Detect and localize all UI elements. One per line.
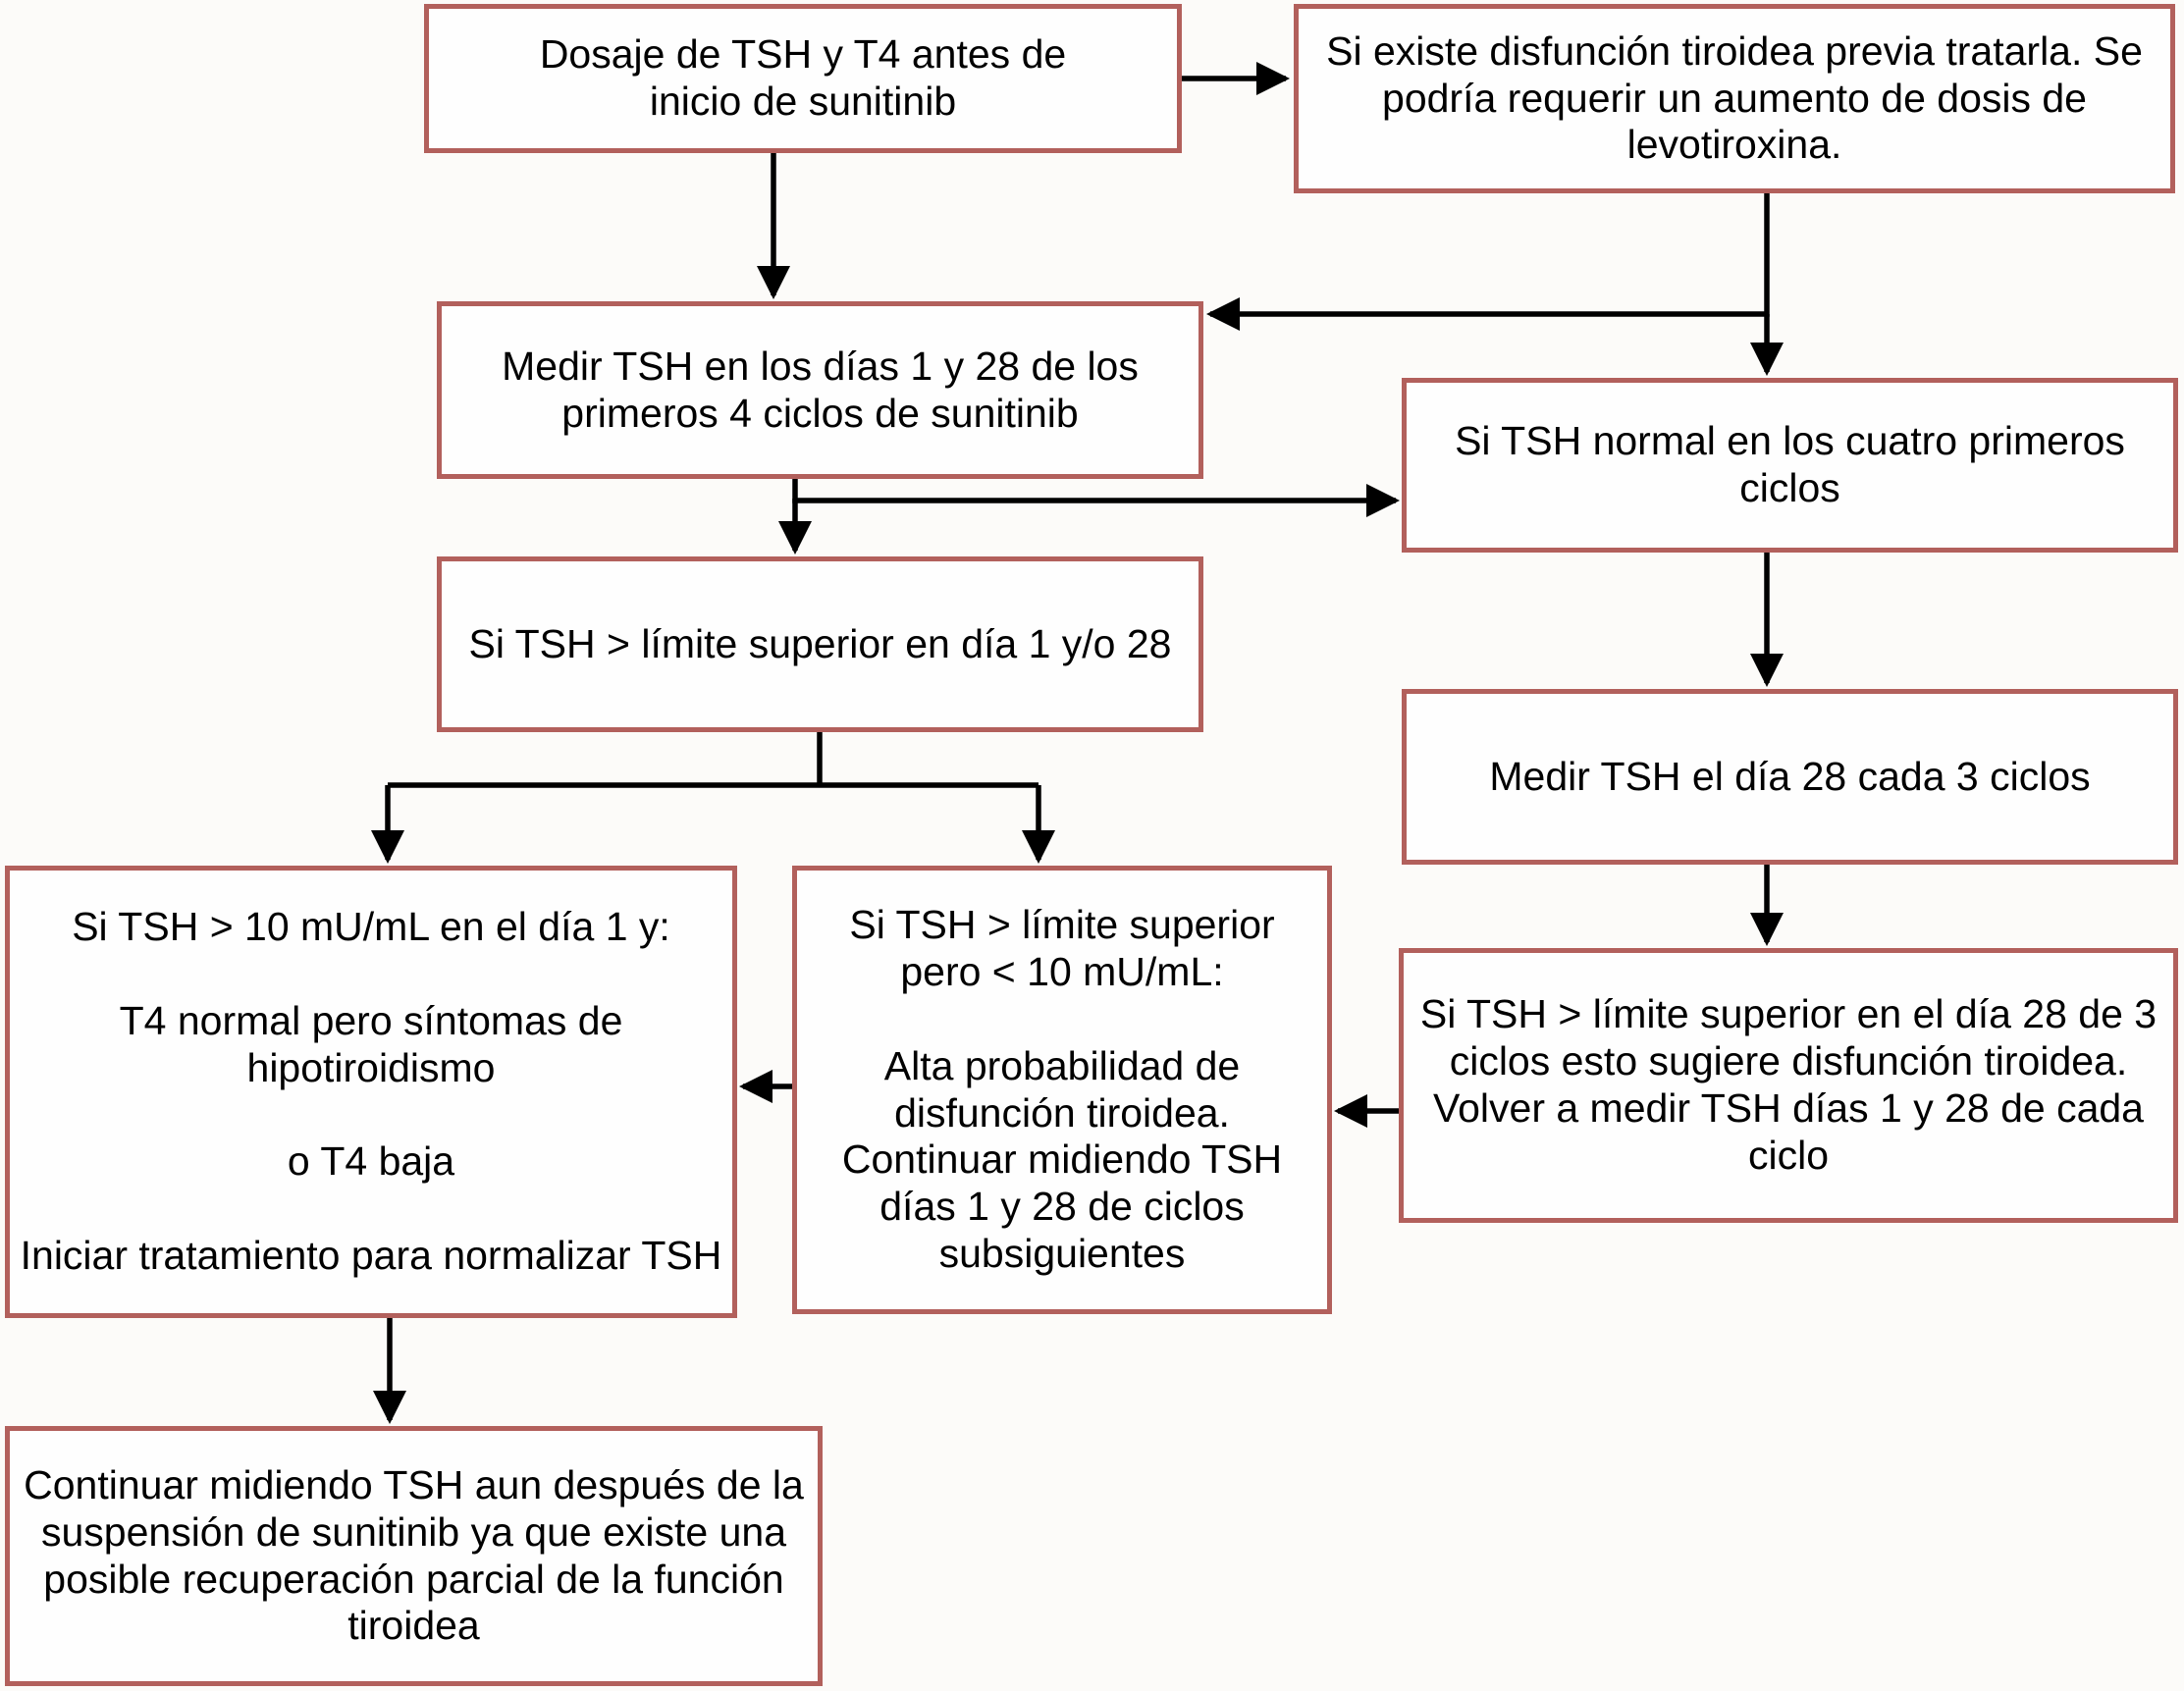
node-continuar-midiendo-post-suspension: Continuar midiendo TSH aun después de la… bbox=[5, 1426, 823, 1686]
arrow-medir-to-tsh-normal bbox=[792, 479, 1400, 517]
node-tsh-normal-4-ciclos-label: Si TSH normal en los cuatro primeros cic… bbox=[1455, 418, 2125, 510]
node-dosaje-inicial: Dosaje de TSH y T4 antes de inicio de su… bbox=[424, 4, 1182, 153]
arrow-disfuncion-to-medir bbox=[1206, 193, 1770, 331]
node-medir-tsh-dia-28-cada-3-label: Medir TSH el día 28 cada 3 ciclos bbox=[1489, 753, 2091, 799]
node-tsh-alto-dia-28-de-3-ciclos: Si TSH > límite superior en el día 28 de… bbox=[1399, 948, 2178, 1223]
node-continuar-midiendo-post-suspension-label: Continuar midiendo TSH aun después de la… bbox=[24, 1461, 804, 1649]
node-disfuncion-previa-label: Si existe disfunción tiroidea previa tra… bbox=[1326, 27, 2143, 168]
node-medir-tsh-ciclos-1-4: Medir TSH en los días 1 y 28 de los prim… bbox=[437, 301, 1203, 479]
node-tsh-mayor-10: Si TSH > 10 mU/mL en el día 1 y: T4 norm… bbox=[5, 866, 737, 1318]
node-medir-tsh-dia-28-cada-3: Medir TSH el día 28 cada 3 ciclos bbox=[1402, 689, 2178, 865]
node-tsh-alto-dia-28-de-3-ciclos-label: Si TSH > límite superior en el día 28 de… bbox=[1419, 991, 2157, 1178]
node-tsh-normal-4-ciclos: Si TSH normal en los cuatro primeros cic… bbox=[1402, 378, 2178, 553]
node-tsh-entre-limite-y-10-label: Si TSH > límite superior pero < 10 mU/mL… bbox=[841, 901, 1283, 1277]
node-disfuncion-previa: Si existe disfunción tiroidea previa tra… bbox=[1294, 4, 2175, 193]
node-tsh-alto-dia-1-28: Si TSH > límite superior en día 1 y/o 28 bbox=[437, 556, 1203, 732]
node-tsh-alto-dia-1-28-label: Si TSH > límite superior en día 1 y/o 28 bbox=[468, 620, 1172, 666]
node-tsh-mayor-10-label: Si TSH > 10 mU/mL en el día 1 y: T4 norm… bbox=[20, 903, 722, 1279]
node-medir-tsh-ciclos-1-4-label: Medir TSH en los días 1 y 28 de los prim… bbox=[502, 343, 1139, 436]
node-tsh-entre-limite-y-10: Si TSH > límite superior pero < 10 mU/mL… bbox=[792, 866, 1332, 1314]
node-dosaje-inicial-label: Dosaje de TSH y T4 antes de inicio de su… bbox=[539, 31, 1067, 124]
